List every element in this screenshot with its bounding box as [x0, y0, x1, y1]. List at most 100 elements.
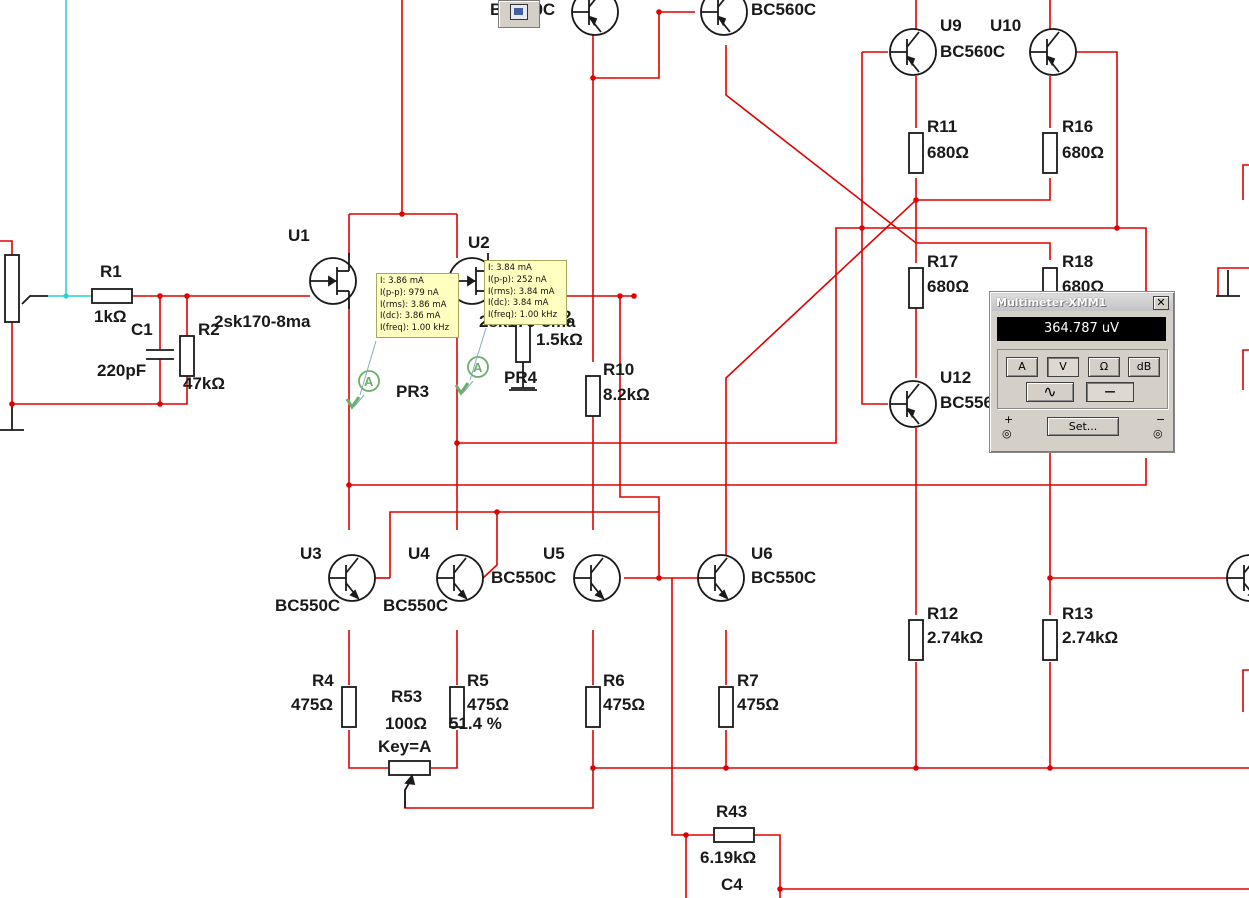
junction-dot — [157, 293, 163, 299]
minus-terminal-icon[interactable]: ◎ — [1153, 427, 1163, 440]
junction-dot — [184, 293, 190, 299]
wire — [1242, 164, 1249, 200]
mode-voltmeter-button[interactable]: V — [1047, 357, 1079, 377]
lbl-r17: R17 — [927, 252, 959, 271]
junction-dot — [346, 482, 352, 488]
ac-wave-icon: ∿ — [1043, 382, 1057, 401]
probe-pr3-icon: A — [345, 370, 380, 410]
lbl-r7: R7 — [737, 671, 759, 690]
jfet-u1 — [309, 253, 357, 309]
resistor-r10 — [585, 375, 601, 417]
transistor-right-edge — [1226, 554, 1249, 602]
input-potentiometer — [4, 254, 20, 323]
wire — [1217, 267, 1249, 296]
lbl-r10: R10 — [603, 360, 635, 379]
resistor-r2 — [179, 335, 195, 377]
lbl-r11: R11 — [927, 117, 958, 136]
resistor-r16 — [1042, 132, 1058, 174]
transistor-bc560c-right — [700, 0, 748, 36]
wire — [1076, 51, 1118, 228]
junction-dot — [859, 225, 865, 231]
svg-text:A: A — [473, 360, 483, 375]
lbl-r1: R1 — [100, 262, 122, 281]
lbl-pr3: PR3 — [396, 382, 430, 401]
lbl-r12-val: 2.74kΩ — [927, 628, 984, 647]
ac-mode-button[interactable]: ∿ — [1026, 382, 1074, 402]
lbl-r18: R18 — [1062, 252, 1094, 271]
lbl-u3-part: BC550C — [275, 596, 341, 615]
lbl-pr4: PR4 — [504, 368, 538, 387]
lbl-u12-part: BC556 — [940, 393, 993, 412]
minus-terminal-label: − — [1156, 413, 1166, 426]
lbl-u9-part: BC560C — [940, 42, 1006, 61]
lbl-r5-val: 475Ω — [467, 695, 509, 714]
pot-wiper — [21, 295, 48, 305]
probe-reading-line: I(freq): 1.00 kHz — [380, 323, 450, 334]
toolbar-icon[interactable] — [498, 0, 540, 28]
lbl-r13-val: 2.74kΩ — [1062, 628, 1119, 647]
mode-ohmmeter-button[interactable]: Ω — [1088, 357, 1120, 377]
junction-dot — [656, 9, 662, 15]
probe-reading-line: I(rms): 3.84 mA — [488, 286, 555, 297]
lbl-u4: U4 — [408, 544, 430, 563]
dc-line-icon: — — [1104, 385, 1116, 398]
lbl-c1: C1 — [131, 320, 153, 339]
probe-pointer — [469, 327, 487, 381]
resistor-r12 — [908, 619, 924, 661]
probe-reading-line: I(freq): 1.00 kHz — [488, 310, 558, 321]
dc-mode-button[interactable]: — — [1086, 382, 1134, 402]
transistor-u5 — [573, 554, 621, 602]
lbl-u1-part: 2sk170-8ma — [214, 312, 311, 331]
lbl-r7-val: 475Ω — [737, 695, 779, 714]
lbl-r16-val: 680Ω — [1062, 143, 1104, 162]
resistor-r11 — [908, 132, 924, 174]
transistor-u10 — [1029, 28, 1077, 76]
probe-pr4-icon: A — [454, 356, 489, 396]
junction-dot — [590, 765, 596, 771]
lbl-r1-val: 1kΩ — [94, 307, 127, 326]
probe-reading-line: I(p-p): 252 nA — [488, 274, 547, 285]
lbl-r16: R16 — [1062, 117, 1094, 136]
wire — [1242, 349, 1249, 390]
lbl-r53-key: Key=A — [378, 737, 432, 756]
wire — [861, 52, 888, 405]
probe-reading-line: I: 3.86 mA — [380, 276, 424, 286]
resistor-r13 — [1042, 619, 1058, 661]
lbl-r53: R53 — [391, 687, 423, 706]
junction-dot — [454, 440, 460, 446]
wire — [389, 511, 659, 578]
lbl-r2: R2 — [198, 320, 220, 339]
wire — [671, 578, 713, 836]
multimeter-window[interactable]: Multimeter-XMM1 ✕ 364.787 uV A V Ω dB ∿ … — [989, 291, 1175, 453]
junction-dot — [63, 293, 69, 299]
junction-dot — [656, 575, 662, 581]
lbl-r17-val: 680Ω — [927, 277, 969, 296]
mode-db-button[interactable]: dB — [1128, 357, 1160, 377]
probe-reading-line: I(rms): 3.86 mA — [380, 299, 447, 310]
ground-icon — [511, 362, 535, 389]
lbl-r13: R13 — [1062, 604, 1094, 623]
lbl-r12: R12 — [927, 604, 959, 623]
close-button[interactable]: ✕ — [1153, 296, 1169, 310]
multimeter-titlebar[interactable]: Multimeter-XMM1 ✕ — [992, 294, 1172, 311]
junction-dot — [494, 509, 500, 515]
junction-dot — [913, 197, 919, 203]
wire — [619, 296, 660, 578]
lbl-r4-val: 475Ω — [291, 695, 333, 714]
plus-terminal-icon[interactable]: ◎ — [1002, 427, 1012, 440]
lbl-r6-val: 475Ω — [603, 695, 645, 714]
lbl-r11-val: 680Ω — [927, 143, 969, 162]
mode-ammeter-button[interactable]: A — [1006, 357, 1038, 377]
lbl-u6: U6 — [751, 544, 773, 563]
settings-button[interactable]: Set... — [1047, 417, 1119, 436]
junction-dot — [777, 886, 783, 892]
wire — [1242, 669, 1249, 712]
pot-wiper — [404, 774, 416, 786]
junction-dot — [1047, 765, 1053, 771]
junction-dot — [913, 765, 919, 771]
multimeter-title: Multimeter-XMM1 — [996, 296, 1107, 309]
lbl-u3: U3 — [300, 544, 322, 563]
resistor-r43 — [713, 827, 755, 843]
junction-dot — [399, 211, 405, 217]
